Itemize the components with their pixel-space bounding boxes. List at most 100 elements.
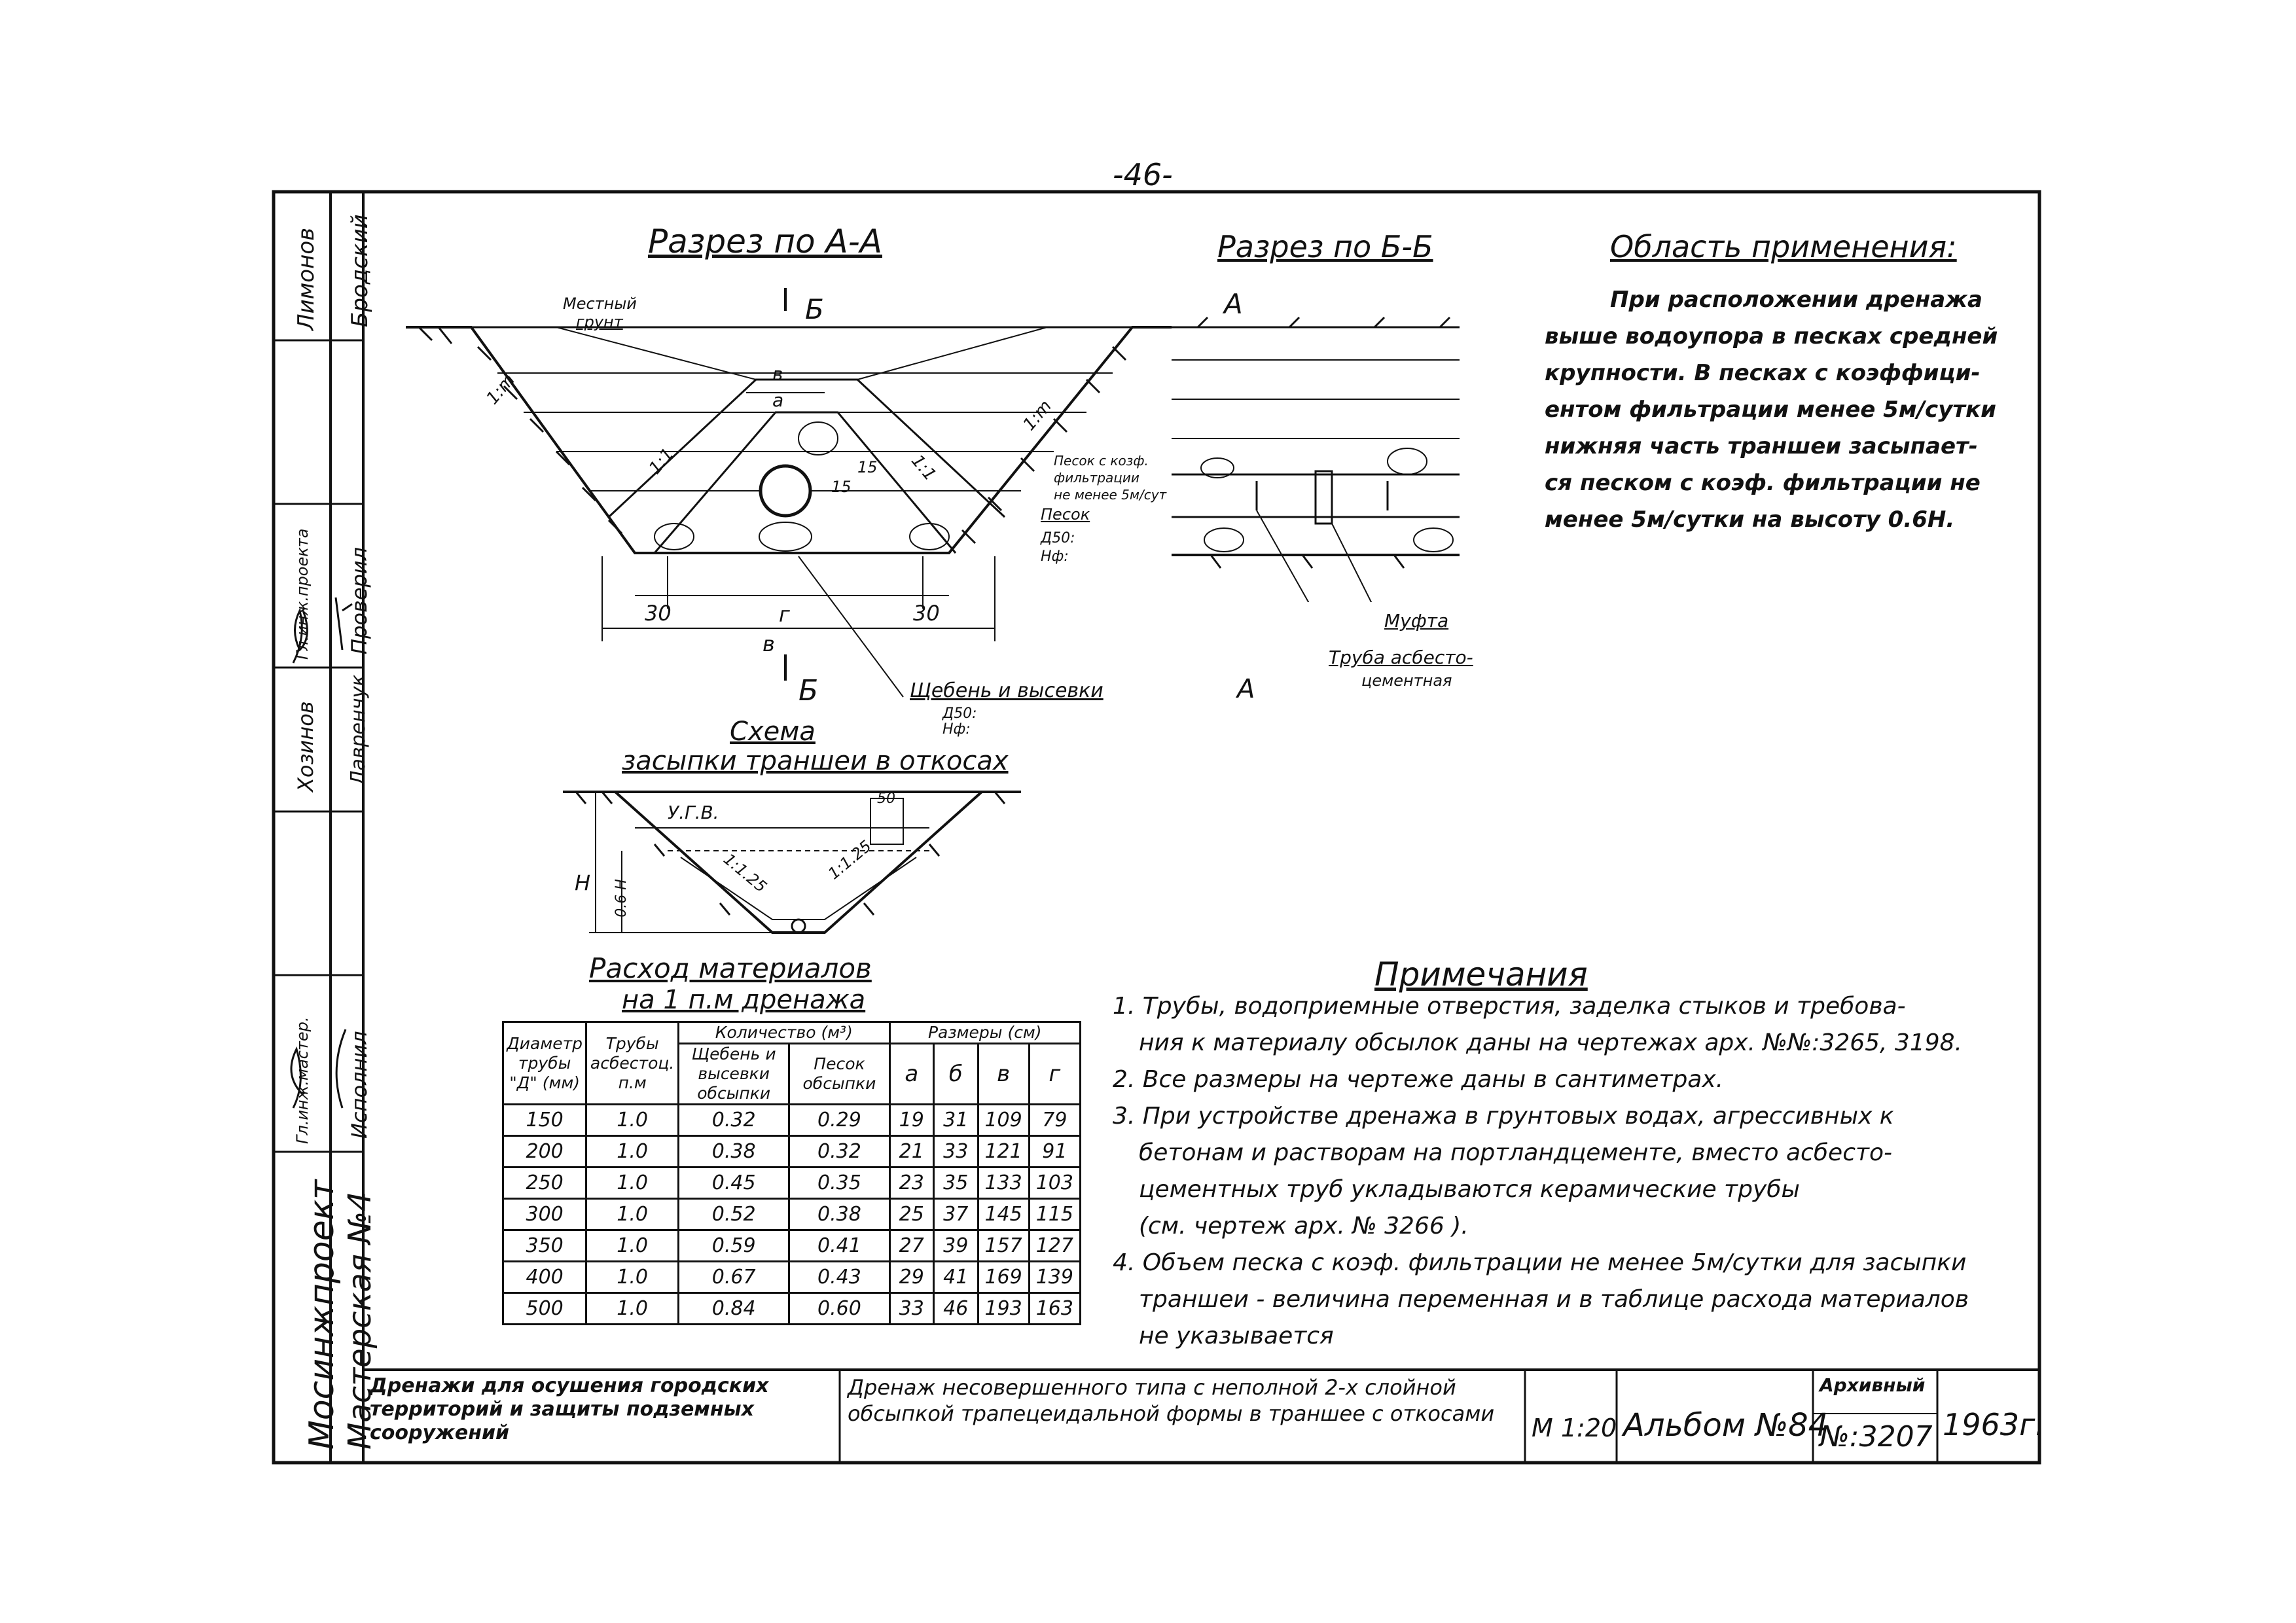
table-cell: 29 (888, 1260, 935, 1294)
label-dim-15-b: 15 (857, 458, 878, 476)
application-area-text: При расположении дренажа выше водоупора … (1545, 281, 2029, 538)
title-series: Дренажи для осушения городских территори… (370, 1374, 769, 1444)
table-cell: 0.59 (677, 1229, 791, 1262)
table-cell: 21 (888, 1135, 935, 1168)
note-line: траншеи - величина переменная и в таблиц… (1139, 1286, 1969, 1313)
table-cell: 400 (501, 1260, 588, 1294)
title-scale: М 1:20 (1532, 1414, 1617, 1442)
label-dim-v-top: в (772, 363, 783, 385)
table-cell: 163 (1028, 1292, 1082, 1325)
title-archive-no: №:3207 (1820, 1420, 1933, 1454)
label-hf-bottom: Нф: (942, 721, 971, 738)
table-cell: 1.0 (585, 1198, 680, 1231)
table-cell: 103 (1028, 1166, 1082, 1200)
section-aa-drawing (406, 288, 1172, 698)
label-dim-30-right: 30 (913, 601, 940, 626)
backfill-title-2: засыпки траншеи в откосах (622, 746, 1009, 776)
note-line: не указывается (1139, 1323, 1334, 1349)
table-cell: 157 (977, 1229, 1030, 1262)
title-year: 1963г. (1943, 1407, 2045, 1442)
table-cell: 0.38 (677, 1135, 791, 1168)
table-cell: 1.0 (585, 1166, 680, 1200)
application-line: ентом фильтрации менее 5м/сутки (1545, 397, 1996, 423)
title-album: Альбом №84 (1623, 1407, 1829, 1444)
application-line: выше водоупора в песках средней (1545, 323, 1998, 349)
label-h06: 0.6 Н (613, 879, 630, 918)
note-line: 1. Трубы, водоприемные отверстия, заделк… (1113, 993, 1906, 1020)
title-drawing: Дренаж несовершенного типа с неполной 2-… (848, 1375, 1495, 1426)
materials-table: Диаметр трубы "Д" (мм) Трубы асбестоц. п… (501, 1021, 1082, 1325)
note-line: 2. Все размеры на чертеже даны в сантиме… (1113, 1066, 1724, 1093)
application-area-title: Область применения: (1610, 229, 1957, 264)
application-line: менее 5м/сутки на высоту 0.6Н. (1545, 507, 1955, 533)
table-cell: 0.38 (788, 1198, 891, 1231)
table-cell: 0.84 (677, 1292, 791, 1325)
label-dim-15-a: 15 (831, 478, 852, 496)
table-cell: 23 (888, 1166, 935, 1200)
ground-hatch (418, 326, 1127, 544)
label-hf-top: Нф: (1041, 548, 1069, 565)
label-sand-coef-1: Песок с козф. (1054, 453, 1149, 469)
label-d50-top: Д50: (1041, 530, 1075, 546)
label-sand-coef-3: не менее 5м/сут (1054, 487, 1167, 503)
table-cell: 0.29 (788, 1103, 891, 1137)
table-cell: 46 (933, 1292, 979, 1325)
table-cell: 121 (977, 1135, 1030, 1168)
table-cell: 0.35 (788, 1166, 891, 1200)
notes-text: 1. Трубы, водоприемные отверстия, заделк… (1113, 988, 2029, 1355)
note-line: ния к материалу обсылок даны на чертежах… (1139, 1029, 1962, 1056)
table-cell: 1.0 (585, 1260, 680, 1294)
label-d50-bottom: Д50: (942, 705, 977, 722)
col-quantity: Количество (м³) (677, 1021, 891, 1044)
label-sand-coef-2: фильтрации (1054, 470, 1139, 486)
col-a: а (888, 1043, 935, 1105)
table-cell: 91 (1028, 1135, 1082, 1168)
col-v: в (977, 1043, 1030, 1105)
col-b: б (933, 1043, 979, 1105)
table-cell: 0.41 (788, 1229, 891, 1262)
note-line: 4. Объем песка с коэф. фильтрации не мен… (1113, 1249, 1967, 1276)
table-cell: 127 (1028, 1229, 1082, 1262)
table-cell: 0.60 (788, 1292, 891, 1325)
label-native-soil-1: Местный (563, 294, 637, 313)
col-gravel: Щебень и высевки обсыпки (677, 1043, 791, 1105)
label-dim-a-top: а (772, 389, 784, 411)
section-bb-title: Разрез по Б-Б (1217, 229, 1433, 264)
application-line: ся песком с коэф. фильтрации не (1545, 470, 1981, 496)
table-cell: 1.0 (585, 1135, 680, 1168)
table-cell: 145 (977, 1198, 1030, 1231)
table-cell: 0.52 (677, 1198, 791, 1231)
table-subheader-row: Щебень и высевки обсыпки Песок обсыпки а… (503, 1043, 1082, 1105)
table-cell: 0.32 (788, 1135, 891, 1168)
label-coupling: Муфта (1384, 610, 1449, 632)
table-cell: 1.0 (585, 1292, 680, 1325)
note-line: 3. При устройстве дренажа в грунтовых во… (1113, 1103, 1894, 1130)
application-line: При расположении дренажа (1610, 287, 1982, 313)
col-pipes: Трубы асбестоц. п.м (585, 1021, 680, 1105)
table-cell: 133 (977, 1166, 1030, 1200)
table-cell: 33 (933, 1135, 979, 1168)
table-cell: 0.67 (677, 1260, 791, 1294)
table-cell: 200 (501, 1135, 588, 1168)
label-cut-b-bottom: Б (798, 674, 819, 707)
table-cell: 139 (1028, 1260, 1082, 1294)
label-native-soil-2: грунт (576, 313, 623, 331)
label-dim-30-left: 30 (645, 601, 672, 626)
table-cell: 169 (977, 1260, 1030, 1294)
label-dim-50: 50 (877, 791, 895, 807)
label-gravel: Щебень и высевки (910, 679, 1103, 702)
label-sand: Песок (1041, 505, 1090, 524)
application-line: крупности. В песках с коэффици- (1545, 360, 1981, 386)
page-number: -46- (1113, 157, 1173, 192)
note-line: (см. чертеж арх. № 3266 ). (1139, 1213, 1469, 1240)
table-cell: 1.0 (585, 1103, 680, 1137)
table-cell: 500 (501, 1292, 588, 1325)
table-cell: 31 (933, 1103, 979, 1137)
table-cell: 37 (933, 1198, 979, 1231)
table-cell: 39 (933, 1229, 979, 1262)
table-cell: 193 (977, 1292, 1030, 1325)
